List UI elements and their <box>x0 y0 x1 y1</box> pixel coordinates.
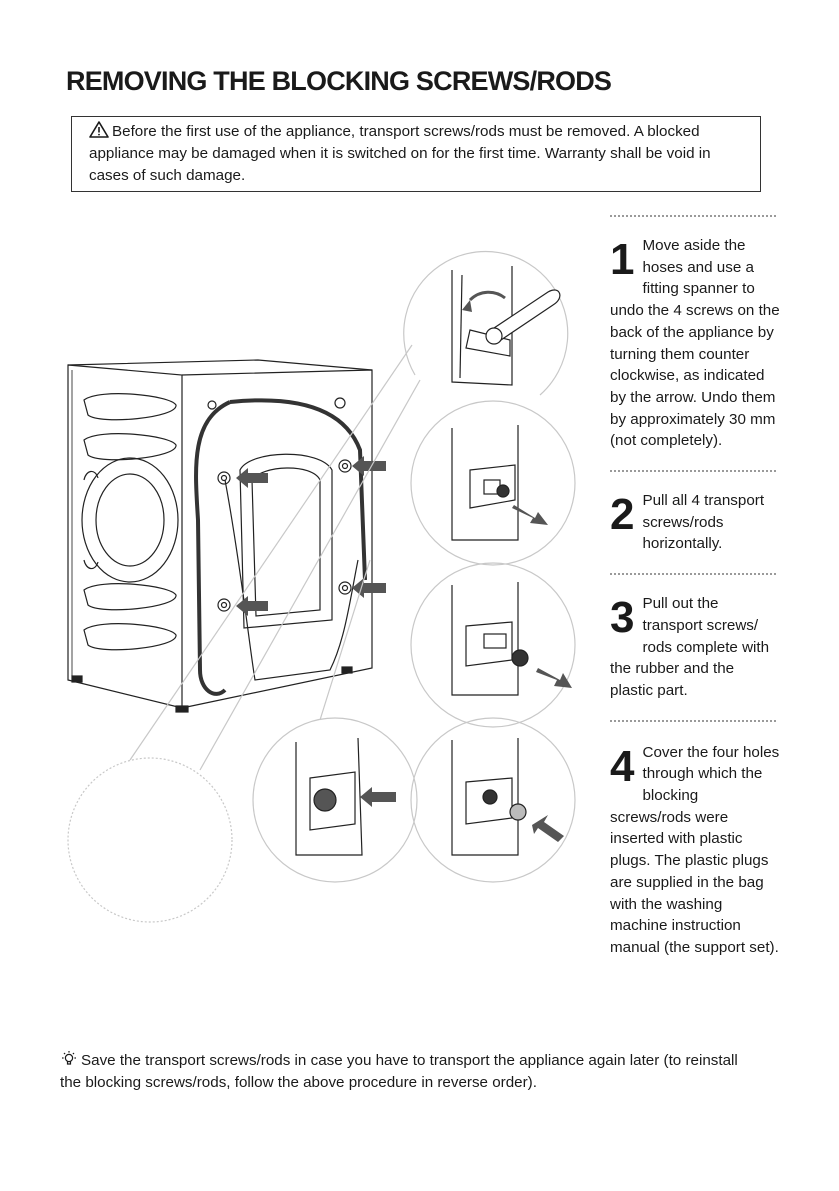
tip-text: Save the transport screws/rods in case y… <box>60 1052 738 1091</box>
warning-triangle-icon <box>89 121 109 138</box>
warning-text: Before the first use of the appliance, t… <box>89 123 711 184</box>
detail-screw-pull-out <box>451 582 572 696</box>
detail-spanner <box>451 266 561 386</box>
step-number: 2 <box>610 490 635 540</box>
step-text: Cover the four holes through which the b… <box>610 743 780 956</box>
divider <box>610 573 776 576</box>
step-number: 4 <box>610 741 635 791</box>
divider <box>610 215 776 217</box>
lightbulb-icon <box>62 1051 76 1065</box>
page-title: REMOVING THE BLOCKING SCREWS/RODS <box>66 66 612 96</box>
detail-plug-inserted <box>295 737 396 856</box>
tip-note: Save the transport screws/rods in case y… <box>60 1050 760 1094</box>
step-text: Pull all 4 transport screws/rods horizon… <box>642 492 765 553</box>
divider <box>610 719 776 722</box>
detail-circle-outline <box>403 250 569 396</box>
step-number: 1 <box>610 235 635 284</box>
divider <box>610 470 776 473</box>
detail-plug-insert <box>451 738 564 856</box>
step-text: Move aside the hoses and use a fitting s… <box>610 237 780 450</box>
detail-screw-unscrew <box>451 425 548 541</box>
step-text: Pull out the transport screws/ rods comp… <box>610 595 770 699</box>
warning-box: Before the first use of the appliance, t… <box>71 116 761 192</box>
washing-machine-back-view <box>67 359 373 713</box>
step-number: 3 <box>610 593 635 643</box>
washing-machine-illustration <box>67 250 576 923</box>
